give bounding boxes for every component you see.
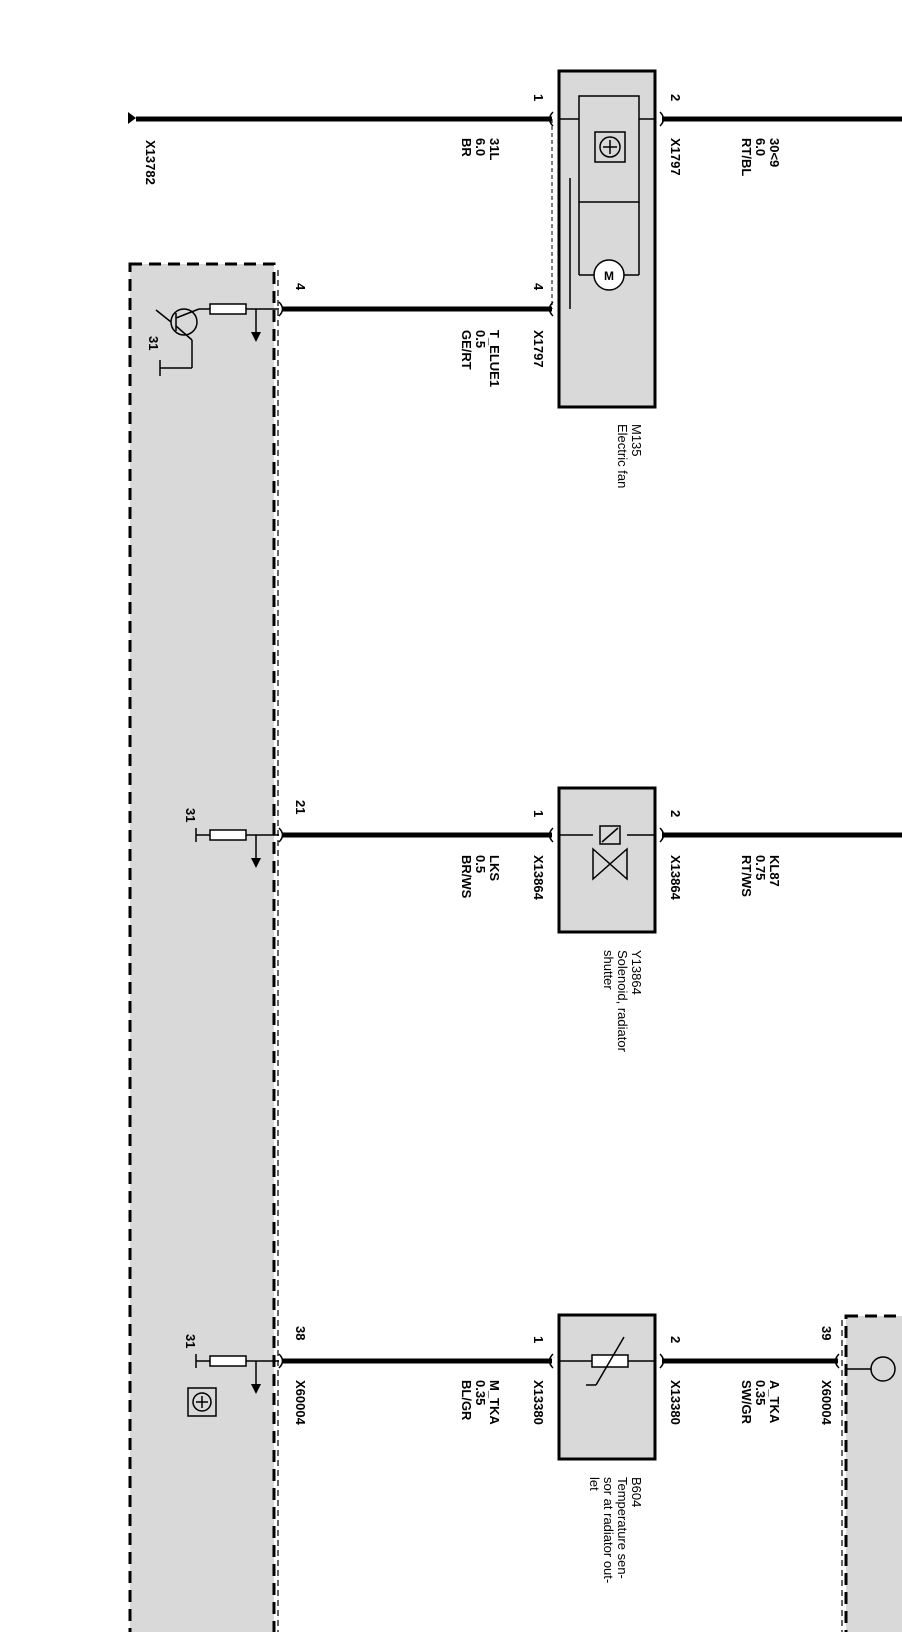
solenoid-component-name-2: shutter: [601, 950, 616, 990]
ecu-right-connector: X60004: [819, 1380, 834, 1426]
ecu-pin-38: 38: [293, 1326, 308, 1340]
solenoid-pin1-connector: X13864: [531, 855, 546, 901]
thermistor-icon: [586, 1336, 629, 1386]
fan-pin-1: 1: [531, 94, 546, 101]
control-unit-left: [128, 262, 276, 1632]
sensor-pin2-connector: X13380: [668, 1380, 683, 1425]
fan-component-id: M135: [629, 424, 644, 457]
wire-30-9-color: RT/BL: [739, 138, 754, 176]
wire-kl87-size: 0.75: [753, 855, 768, 880]
wire-t-elue1-size: 0.5: [473, 330, 488, 348]
ecu-pin-21: 21: [293, 800, 308, 814]
sensor-component-name-1: Temperature sen-: [615, 1477, 630, 1579]
wire-lks-signal: LKS: [487, 855, 502, 881]
motor-icon: M: [593, 259, 625, 291]
wire-m-tka-size: 0.35: [473, 1380, 488, 1405]
solenoid-pin-1: 1: [531, 810, 546, 817]
fan-pin-2: 2: [668, 94, 683, 101]
solenoid-pin2-connector: X13864: [668, 855, 683, 901]
wire-31l-size: 6.0: [473, 138, 488, 156]
sensor-pin-2: 2: [668, 1336, 683, 1343]
wire-kl87-color: RT/WS: [739, 855, 754, 897]
ecu-left-connector: X60004: [293, 1380, 308, 1426]
wire-m-tka-color: BL/GR: [459, 1380, 474, 1421]
sensor-pin1-connector: X13380: [531, 1380, 546, 1425]
fan-control-icon: [594, 131, 626, 163]
wire-lks-size: 0.5: [473, 855, 488, 873]
ground-connector-label: X13782: [143, 140, 158, 185]
sensor-component-id: B604: [629, 1477, 644, 1507]
solenoid-component-name-1: Solenoid, radiator: [615, 950, 630, 1053]
svg-text:M: M: [604, 269, 614, 283]
wire-31l-color: BR: [459, 138, 474, 157]
sensor-component-name-2: sor at radiator out-: [601, 1477, 616, 1583]
ecu-transistor-icon: [155, 303, 279, 376]
fan-pin2-connector: X1797: [668, 138, 683, 176]
sensor-ground-label: 31: [183, 1334, 198, 1348]
ecu-output-resistor-icon: [195, 828, 279, 868]
ecu-right-pin-39: 39: [819, 1326, 834, 1340]
solenoid-valve-icon: [592, 825, 628, 881]
fan-component-name: Electric fan: [615, 424, 630, 488]
solenoid-pin-2: 2: [668, 810, 683, 817]
ecu-input-resistor-icon: [195, 1354, 279, 1394]
wire-a-tka-color: SW/GR: [739, 1380, 754, 1425]
sensor-component-name-3: let: [587, 1477, 602, 1491]
wire-31l-signal: 31L: [487, 138, 502, 160]
wire-t-elue1-color: GE/RT: [459, 330, 474, 370]
wire-a-tka-size: 0.35: [753, 1380, 768, 1405]
wire-lks-color: BR/WS: [459, 855, 474, 899]
fan-pin-4: 4: [531, 283, 546, 291]
ecu-ground-label: 31: [146, 336, 161, 350]
wire-a-tka-signal: A_TKA: [767, 1380, 782, 1424]
wire-30-9-size: 6.0: [753, 138, 768, 156]
solenoid-box: [557, 786, 657, 934]
wire-m-tka-signal: M_TKA: [487, 1380, 502, 1425]
temperature-sensor-box: [557, 1313, 657, 1461]
fan-pin4-connector: X1797: [531, 330, 546, 368]
ground-terminal-icon: [128, 112, 136, 124]
control-unit-symbol-icon: [187, 1387, 217, 1417]
ecu-pin-4: 4: [293, 283, 308, 291]
solenoid-ground-label: 31: [183, 808, 198, 822]
sensor-pin-1: 1: [531, 1336, 546, 1343]
wire-kl87-signal: KL87: [767, 855, 782, 887]
solenoid-component-id: Y13864: [629, 950, 644, 995]
wire-30-9-signal: 30<9: [767, 138, 782, 167]
wire-t-elue1-signal: T_ELUE1: [487, 330, 502, 387]
